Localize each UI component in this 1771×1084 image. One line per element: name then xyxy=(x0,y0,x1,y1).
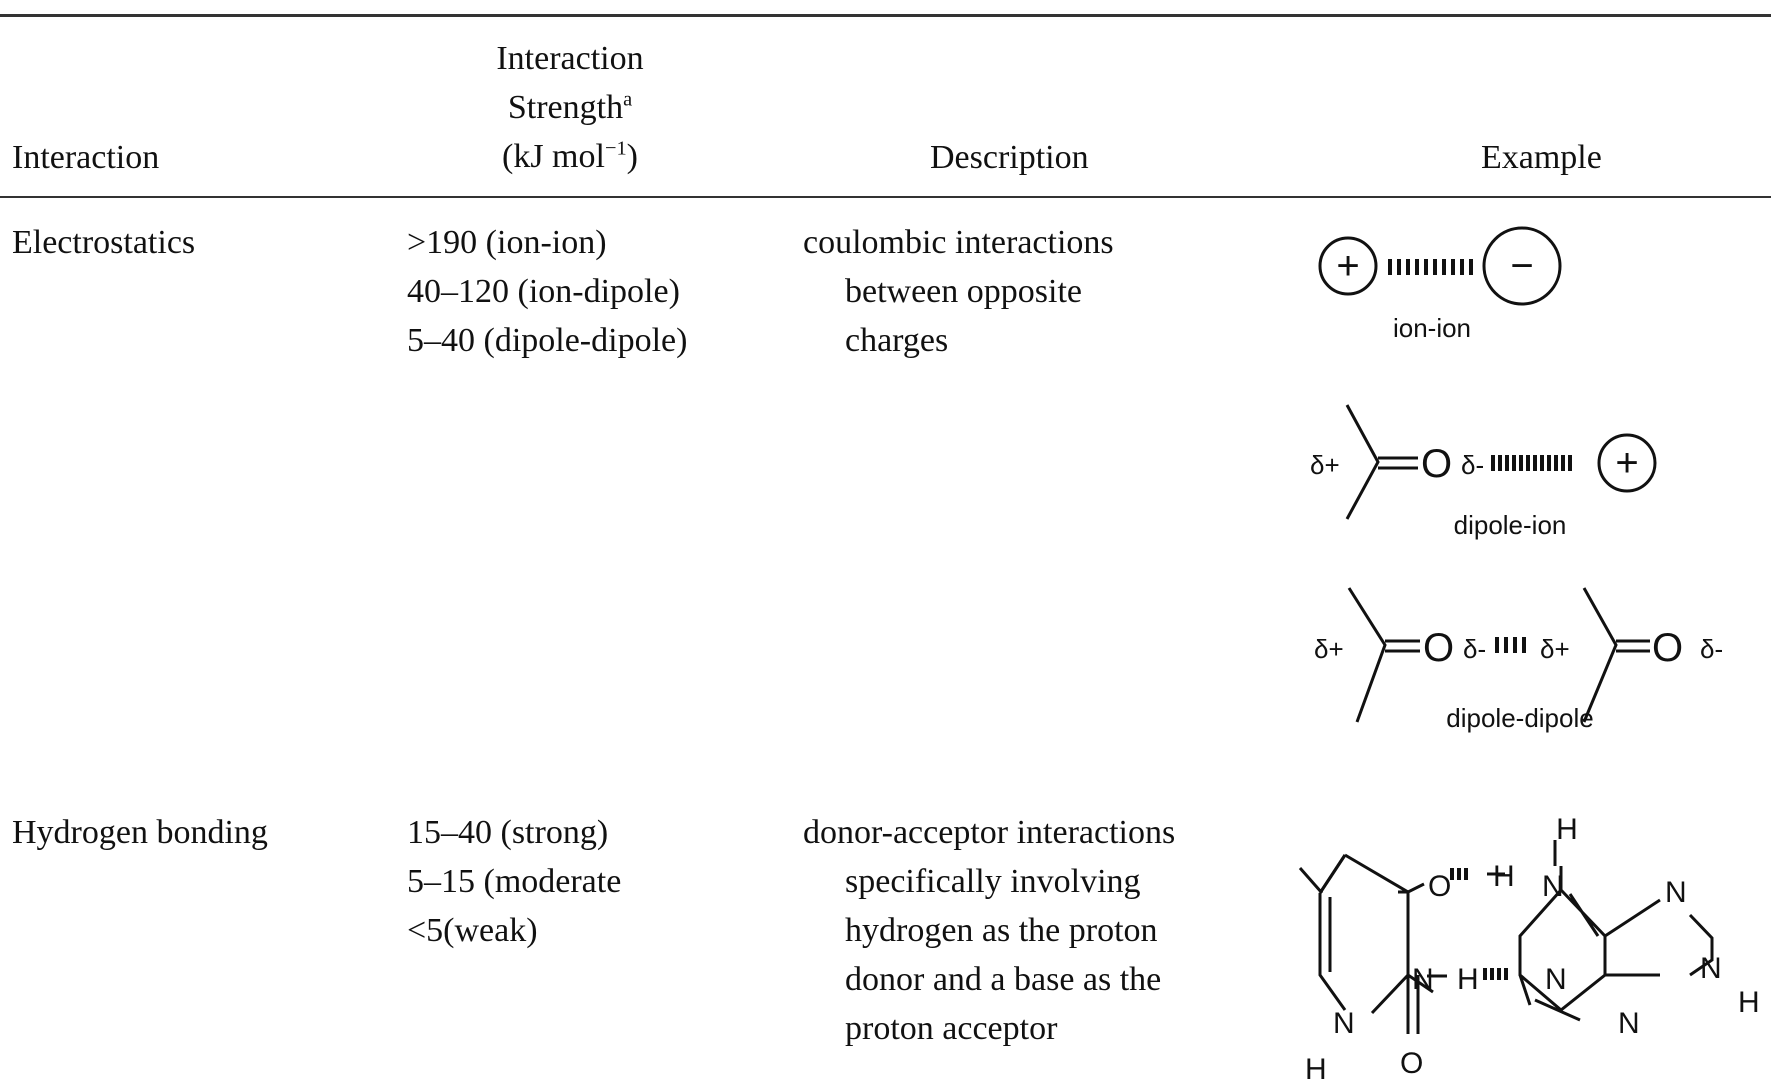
nh-bonds xyxy=(1427,840,1557,978)
description-line: hydrogen as the proton xyxy=(845,912,1158,949)
dipole-dipole-oxygen-2: O xyxy=(1652,626,1683,670)
header-example: Example xyxy=(1481,139,1602,176)
row-electrostatics-description: coulombic interactions between opposite … xyxy=(803,218,1114,365)
dipole-ion-dashes xyxy=(1491,455,1572,471)
row-hydrogen-bonding-name: Hydrogen bonding xyxy=(12,814,268,851)
dipole-dipole-delta-minus-1: δ- xyxy=(1463,634,1486,664)
atom-h-adenine-9: H xyxy=(1738,986,1760,1019)
header-strength-footnote: a xyxy=(623,88,633,111)
atom-n-adenine-amine: N xyxy=(1542,870,1564,903)
atom-n-adenine-1: N xyxy=(1545,963,1567,996)
header-strength-line2: Strengtha xyxy=(440,83,700,132)
atom-h-thymine-3: H xyxy=(1457,963,1479,996)
plus-ion-circle xyxy=(1318,236,1378,296)
description-line: charges xyxy=(845,322,949,359)
ion-ion-label: ion-ion xyxy=(1393,313,1471,343)
description-line: specifically involving xyxy=(845,863,1141,900)
hbond-dashes-mid xyxy=(1483,968,1508,980)
strength-line: 5–40 (dipole-dipole) xyxy=(407,322,688,359)
unit-post: ) xyxy=(626,138,638,175)
header-strength: Interaction Strengtha (kJ mol−1) xyxy=(440,34,700,181)
dipole-ion-carbonyl xyxy=(1345,404,1418,520)
adenine-ring xyxy=(1518,866,1714,1022)
strength-line: >190 (ion-ion) xyxy=(407,224,607,261)
strength-line: 5–15 (moderate xyxy=(407,863,622,900)
atom-h-nh-top: H xyxy=(1493,860,1515,893)
ion-ion-dashes xyxy=(1388,259,1473,275)
dipole-ion-plus-circle xyxy=(1597,433,1657,493)
description-line: donor and a base as the xyxy=(845,961,1162,998)
dipole-dipole-delta-plus-2: δ+ xyxy=(1540,634,1570,664)
unit-sup: −1 xyxy=(604,137,627,160)
header-strength-unit: (kJ mol−1) xyxy=(440,132,700,181)
thymine-methyl-bond xyxy=(1298,867,1324,894)
dipole-dipole-carbonyl-2 xyxy=(1582,587,1650,723)
header-rule xyxy=(0,196,1771,198)
dipole-dipole-label: dipole-dipole xyxy=(1446,703,1593,733)
atom-n-thymine-3: N xyxy=(1412,963,1434,996)
dipole-dipole-oxygen-1: O xyxy=(1423,626,1454,670)
strength-line: 15–40 (strong) xyxy=(407,814,609,851)
unit-pre: (kJ mol xyxy=(502,138,605,175)
dipole-dipole-dashes xyxy=(1495,637,1526,653)
dipole-ion-delta-plus: δ+ xyxy=(1310,450,1340,480)
row-electrostatics-name: Electrostatics xyxy=(12,224,196,261)
description-line: donor-acceptor interactions xyxy=(803,814,1176,851)
thymine-carbonyl-bond xyxy=(1406,882,1425,1034)
row-hydrogen-bonding-description: donor-acceptor interactions specifically… xyxy=(803,808,1175,1053)
dipole-dipole-carbonyl-1 xyxy=(1347,587,1420,723)
description-line: proton acceptor xyxy=(845,1010,1058,1047)
dipole-dipole-delta-minus-2: δ- xyxy=(1700,634,1723,664)
header-strength-line1: Interaction xyxy=(496,40,644,77)
dipole-ion-delta-minus: δ- xyxy=(1461,450,1484,480)
row-hydrogen-bonding-strengths: 15–40 (strong) 5–15 (moderate <5(weak) xyxy=(407,808,621,955)
minus-ion-sign: − xyxy=(1510,244,1533,288)
thymine-methyl xyxy=(1318,854,1347,894)
description-line: between opposite xyxy=(845,273,1082,310)
strength-line: 40–120 (ion-dipole) xyxy=(407,273,680,310)
atom-h-top: H xyxy=(1556,813,1578,846)
plus-ion-sign: + xyxy=(1336,244,1359,288)
atom-o-thymine-top: O xyxy=(1428,870,1451,903)
header-strength-text: Strength xyxy=(507,89,624,126)
strength-line: <5(weak) xyxy=(407,912,538,949)
minus-ion-circle xyxy=(1482,226,1562,306)
top-rule xyxy=(0,14,1771,17)
dipole-ion-oxygen: O xyxy=(1421,442,1452,486)
atom-n-adenine-9: N xyxy=(1700,952,1722,985)
atom-n-adenine-7: N xyxy=(1665,876,1687,909)
atom-n-thymine-1: N xyxy=(1333,1007,1355,1040)
hbond-dashes-top xyxy=(1450,868,1468,880)
description-line: coulombic interactions xyxy=(803,224,1114,261)
dipole-dipole-delta-plus-1: δ+ xyxy=(1314,634,1344,664)
header-interaction: Interaction xyxy=(12,139,160,176)
header-description: Description xyxy=(930,139,1089,176)
row-electrostatics-strengths: >190 (ion-ion) 40–120 (ion-dipole) 5–40 … xyxy=(407,218,687,365)
atom-h-thymine-1: H xyxy=(1305,1053,1327,1084)
dipole-ion-plus-sign: + xyxy=(1615,441,1638,485)
dipole-ion-label: dipole-ion xyxy=(1454,510,1567,540)
atom-o-thymine-bottom: O xyxy=(1400,1047,1423,1080)
atom-n-adenine-3: N xyxy=(1618,1007,1640,1040)
